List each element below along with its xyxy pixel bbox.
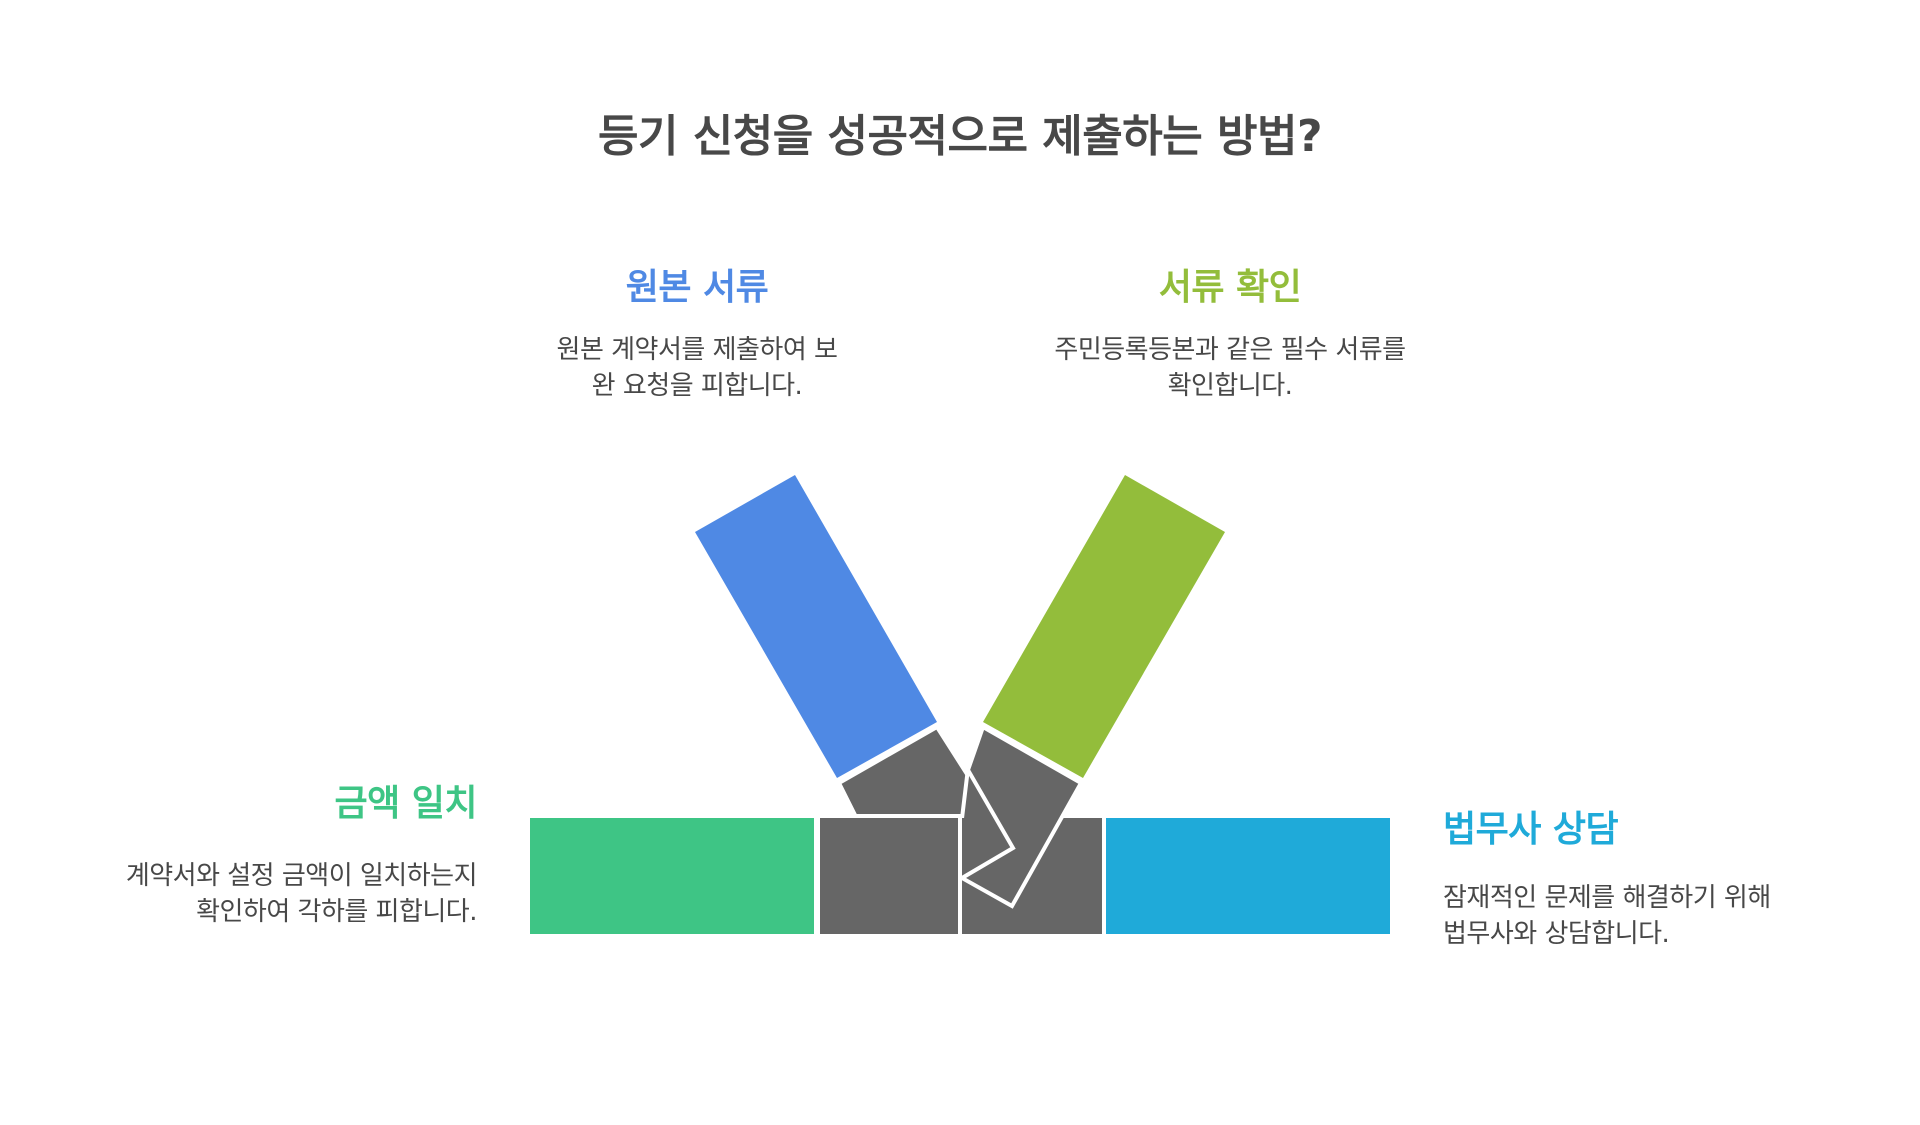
legal-consult-bar — [1106, 818, 1390, 934]
amount-match-bar — [530, 818, 814, 934]
legal-consult-description: 잠재적인 문제를 해결하기 위해 법무사와 상담합니다. — [1443, 883, 1771, 949]
doc-check-description: 주민등록등본과 같은 필수 서류를 확인합니다. — [1054, 335, 1406, 401]
amount-match-description: 계약서와 설정 금액이 일치하는지 확인하여 각하를 피합니다. — [125, 861, 478, 927]
diagram-title: 등기 신청을 성공적으로 제출하는 방법? — [598, 111, 1322, 162]
legal-consult-block: 법무사 상담 잠재적인 문제를 해결하기 위해 법무사와 상담합니다. — [1443, 808, 1843, 952]
amount-match-connector — [816, 814, 962, 938]
original-docs-bar — [695, 475, 937, 778]
doc-check-bar — [983, 475, 1225, 778]
original-docs-block: 원본 서류 원본 계약서를 제출하여 보완 요청을 피합니다. — [497, 266, 897, 404]
legal-consult-heading: 법무사 상담 — [1443, 809, 1619, 850]
original-docs-heading: 원본 서류 — [625, 267, 769, 308]
amount-match-heading: 금액 일치 — [334, 783, 477, 824]
amount-match-block: 금액 일치 계약서와 설정 금액이 일치하는지 확인하여 각하를 피합니다. — [100, 782, 478, 930]
original-docs-description: 원본 계약서를 제출하여 보완 요청을 피합니다. — [556, 335, 838, 401]
doc-check-heading: 서류 확인 — [1158, 267, 1302, 308]
doc-check-block: 서류 확인 주민등록등본과 같은 필수 서류를 확인합니다. — [1030, 266, 1430, 404]
